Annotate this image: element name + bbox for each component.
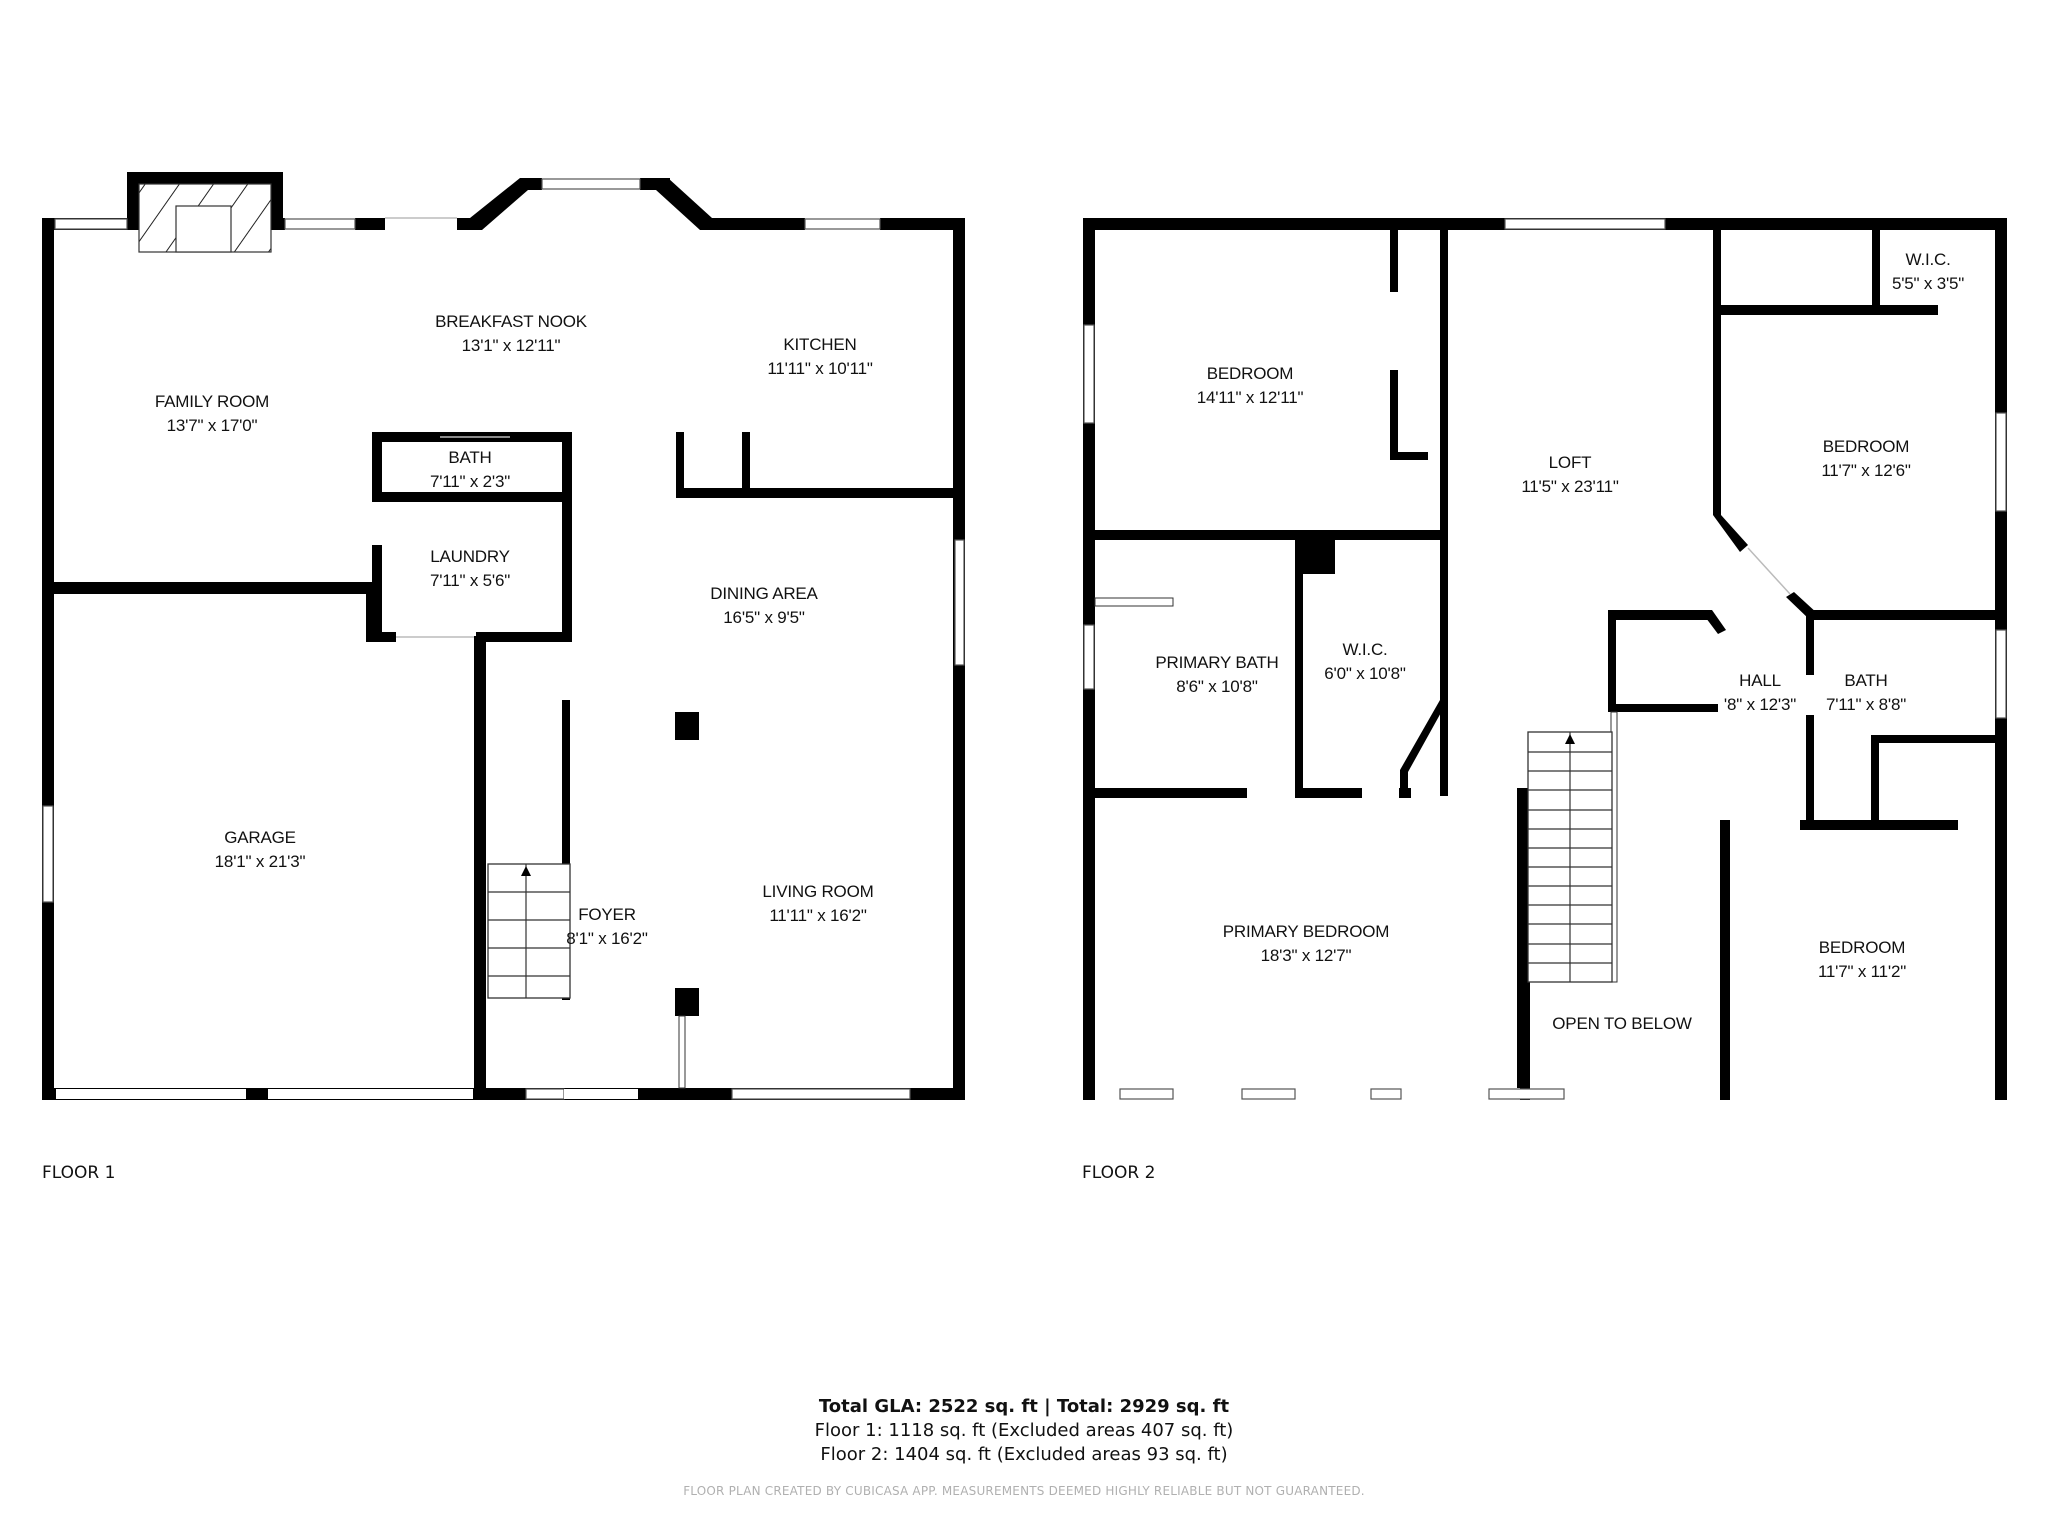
room-garage: GARAGE 18'1" x 21'3" — [215, 826, 306, 874]
room-wic-northeast: W.I.C. 5'5" x 3'5" — [1892, 248, 1964, 296]
room-bedroom-southeast: BEDROOM 11'7" x 11'2" — [1818, 936, 1906, 984]
room-name: LOFT — [1548, 453, 1592, 472]
area-summary: Total GLA: 2522 sq. ft | Total: 2929 sq.… — [0, 1395, 2048, 1467]
room-primary-bedroom: PRIMARY BEDROOM 18'3" x 12'7" — [1222, 920, 1390, 968]
room-dims: 8'1" x 16'2" — [566, 929, 648, 948]
room-dims: 18'1" x 21'3" — [214, 852, 306, 871]
room-name: BATH — [448, 448, 492, 467]
room-dims: 6'0" x 10'8" — [1324, 664, 1406, 683]
room-name: BEDROOM — [1206, 364, 1294, 383]
room-name: DINING AREA — [710, 584, 818, 603]
room-loft: LOFT 11'5" x 23'11" — [1521, 451, 1619, 499]
room-dining-area: DINING AREA 16'5" x 9'5" — [710, 582, 818, 630]
room-name: GARAGE — [224, 828, 296, 847]
room-family-room: FAMILY ROOM 13'7" x 17'0" — [154, 390, 270, 438]
room-dims: 11'5" x 23'11" — [1521, 477, 1619, 496]
room-name: BREAKFAST NOOK — [435, 312, 587, 331]
total-area-line: Total GLA: 2522 sq. ft | Total: 2929 sq.… — [818, 1396, 1230, 1417]
room-open-to-below: OPEN TO BELOW — [1552, 1012, 1692, 1036]
room-dims: 7'11" x 8'8" — [1825, 695, 1907, 714]
room-living-room: LIVING ROOM 11'11" x 16'2" — [762, 880, 873, 928]
room-dims: 5'5" x 3'5" — [1892, 274, 1965, 293]
room-name: BEDROOM — [1822, 437, 1910, 456]
room-bath-floor2: BATH 7'11" x 8'8" — [1826, 669, 1906, 717]
room-name: W.I.C. — [1905, 250, 1951, 269]
room-name: FOYER — [578, 905, 636, 924]
room-breakfast-nook: BREAKFAST NOOK 13'1" x 12'11" — [435, 310, 587, 358]
room-foyer: FOYER 8'1" x 16'2" — [566, 903, 648, 951]
room-dims: 11'7" x 11'2" — [1817, 962, 1907, 981]
room-name: LIVING ROOM — [762, 882, 874, 901]
room-bedroom-northeast: BEDROOM 11'7" x 12'6" — [1821, 435, 1911, 483]
room-name: OPEN TO BELOW — [1552, 1014, 1692, 1033]
room-dims: 8'6" x 10'8" — [1176, 677, 1258, 696]
room-name: KITCHEN — [783, 335, 857, 354]
room-dims: 7'11" x 5'6" — [429, 571, 511, 590]
floor-2-plan — [1083, 218, 2007, 1100]
room-dims: 18'3" x 12'7" — [1260, 946, 1352, 965]
room-dims: 13'7" x 17'0" — [166, 416, 258, 435]
room-primary-bath: PRIMARY BATH 8'6" x 10'8" — [1155, 651, 1278, 699]
floor-2-stairs — [1527, 731, 1613, 983]
floor-2-label: FLOOR 2 — [1082, 1163, 1156, 1183]
room-name: FAMILY ROOM — [154, 392, 270, 411]
room-name: PRIMARY BATH — [1155, 653, 1279, 672]
room-dims: '8" x 12'3" — [1723, 695, 1797, 714]
room-hall: HALL '8" x 12'3" — [1724, 669, 1796, 717]
disclaimer: FLOOR PLAN CREATED BY CUBICASA APP. MEAS… — [683, 1484, 1365, 1498]
room-dims: 11'7" x 12'6" — [1821, 461, 1911, 480]
room-name: BEDROOM — [1818, 938, 1906, 957]
floor-1-label: FLOOR 1 — [42, 1163, 116, 1183]
room-name: PRIMARY BEDROOM — [1222, 922, 1390, 941]
room-dims: 7'11" x 2'3" — [429, 472, 511, 491]
room-dims: 16'5" x 9'5" — [723, 608, 805, 627]
room-name: LAUNDRY — [430, 547, 510, 566]
floor-1-stairs — [487, 863, 571, 999]
floor-1-plan — [42, 172, 965, 1100]
room-kitchen: KITCHEN 11'11" x 10'11" — [767, 333, 873, 381]
room-name: W.I.C. — [1342, 640, 1388, 659]
room-dims: 14'11" x 12'11" — [1196, 388, 1304, 407]
room-name: HALL — [1739, 671, 1781, 690]
room-name: BATH — [1844, 671, 1888, 690]
room-dims: 13'1" x 12'11" — [461, 336, 561, 355]
room-dims: 11'11" x 16'2" — [769, 906, 867, 925]
room-bath-floor1: BATH 7'11" x 2'3" — [430, 446, 510, 494]
room-bedroom-northwest: BEDROOM 14'11" x 12'11" — [1197, 362, 1304, 410]
room-laundry: LAUNDRY 7'11" x 5'6" — [430, 545, 510, 593]
floor-2-area-line: Floor 2: 1404 sq. ft (Excluded areas 93 … — [820, 1444, 1228, 1465]
room-dims: 11'11" x 10'11" — [767, 359, 873, 378]
floor-1-area-line: Floor 1: 1118 sq. ft (Excluded areas 407… — [814, 1420, 1234, 1441]
room-wic-primary: W.I.C. 6'0" x 10'8" — [1324, 638, 1406, 686]
